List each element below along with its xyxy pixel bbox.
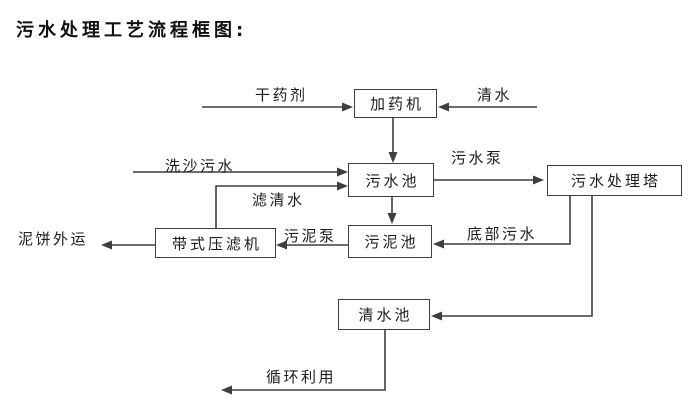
connector-filtered-water-to-sewage-pool: [215, 181, 348, 228]
node-sewage-pool: 污水池: [348, 163, 434, 197]
connector-mud-cake-out: [101, 240, 155, 250]
node-belt-filter-press: 带式压滤机: [155, 228, 276, 258]
node-clean-water-pool: 清水池: [338, 299, 430, 330]
edge-label-sand-washing-sewage: 洗沙污水: [165, 157, 236, 175]
edge-label-sewage-pump: 污水泵: [451, 149, 504, 167]
edge-label-mud-cake-out: 泥饼外运: [18, 230, 89, 248]
edge-label-dry-agent: 干药剂: [255, 86, 308, 104]
edge-label-filtered-water: 滤清水: [252, 191, 305, 209]
connector-sewage-pump-to-tower: [434, 175, 544, 185]
connector-dosing-to-sewage-pool: [388, 118, 398, 163]
connector-tower-to-clean-water-pool: [431, 196, 593, 321]
edge-label-bottom-sewage: 底部污水: [467, 225, 538, 243]
connector-bottom-sewage-to-sludge-pool: [433, 196, 571, 249]
edge-label-recycling: 循环利用: [266, 368, 337, 386]
node-sewage-treatment-tower: 污水处理塔: [547, 165, 682, 196]
connector-recycling-out: [221, 330, 386, 395]
connector-clean-water-to-dosing: [438, 102, 537, 112]
node-dosing-machine: 加药机: [354, 89, 437, 118]
node-sludge-pool: 污泥池: [348, 225, 432, 258]
connector-dry-agent-to-dosing: [202, 102, 353, 112]
edge-label-clean-water: 清水: [477, 86, 513, 104]
edge-label-sludge-pump: 污泥泵: [284, 227, 337, 245]
page-title: 污水处理工艺流程框图:: [16, 20, 248, 41]
connector-sludge-pump-to-belt-filter: [276, 240, 348, 250]
connector-sand-washing-to-sewage-pool: [133, 167, 348, 177]
connector-sewage-pool-to-sludge-pool: [387, 197, 397, 224]
